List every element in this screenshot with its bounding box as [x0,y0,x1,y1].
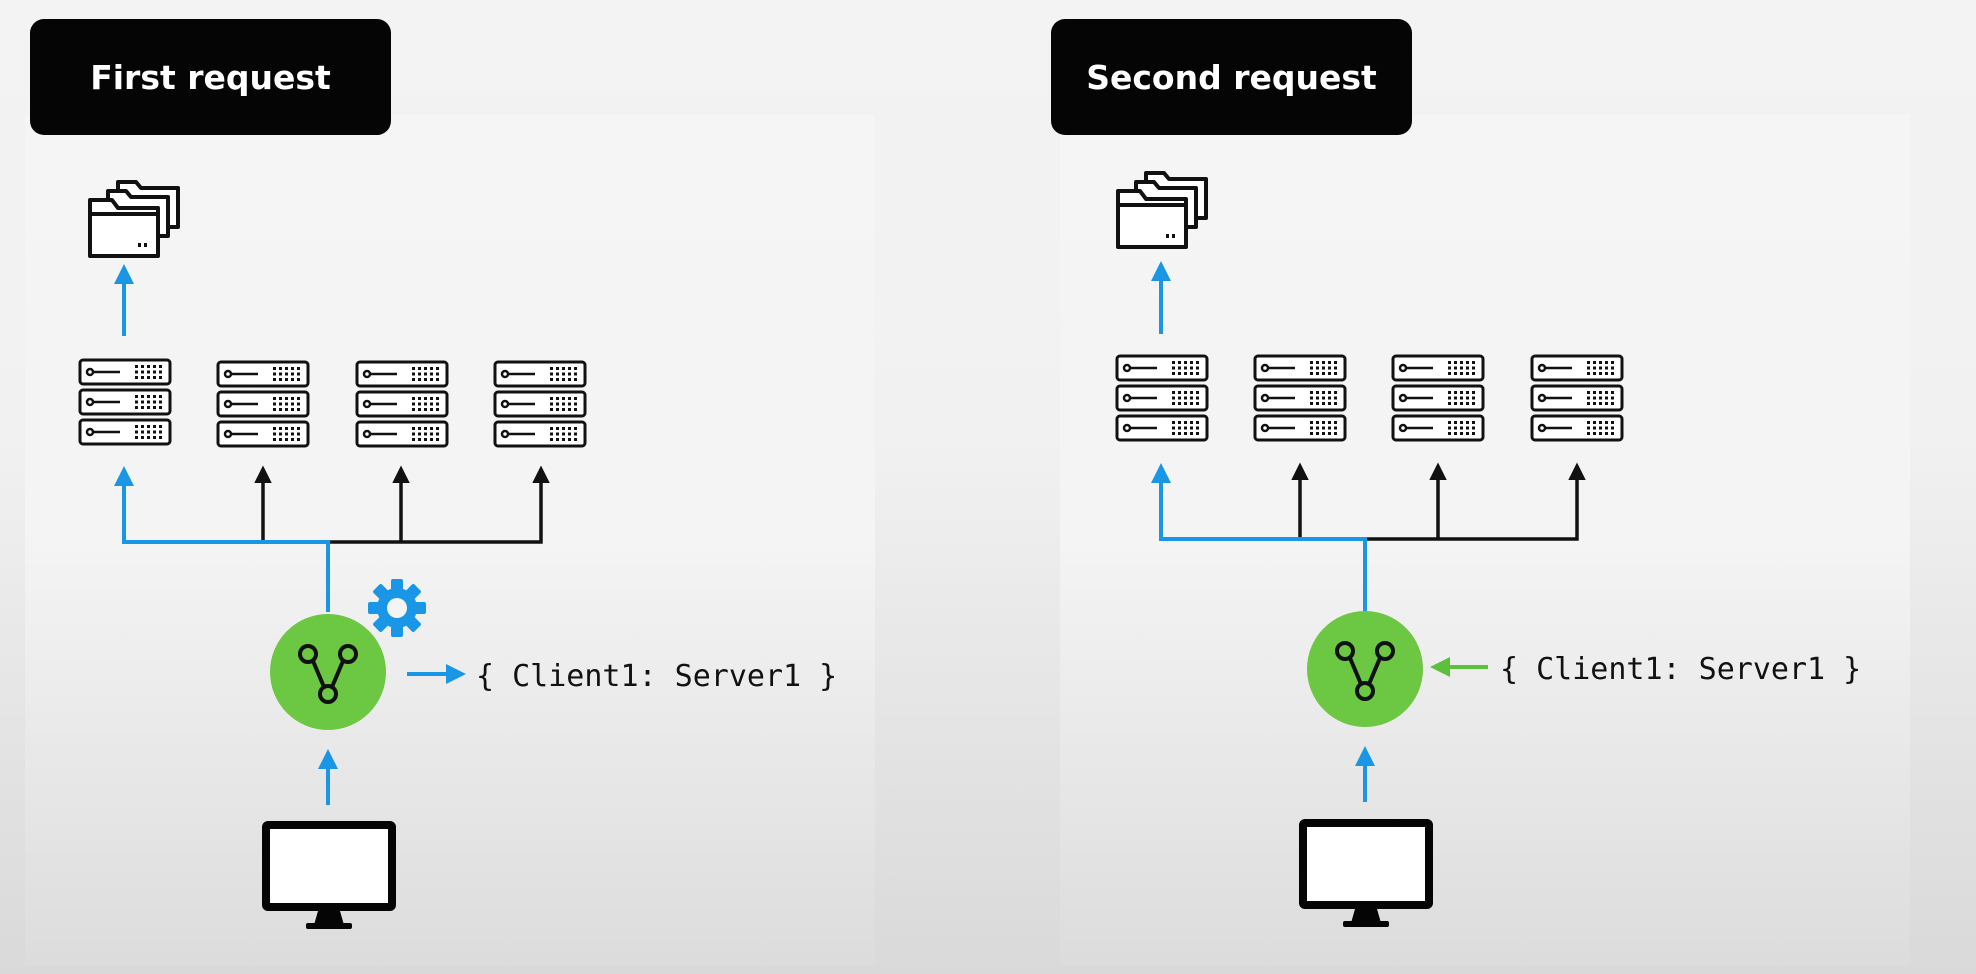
session-mapping-text: { Client1: Server1 } [476,659,837,694]
folders-icon [88,180,180,258]
panel-second-request: { Client1: Server1 } [1116,171,1861,927]
server-rack-icon [1117,356,1207,440]
panel-title-first-request: First request [30,19,391,135]
path-to-server-4 [328,465,550,544]
path-to-server-4 [1365,462,1586,541]
server-rack-icon [1255,356,1345,440]
session-mapping-text: { Client1: Server1 } [1500,652,1861,687]
path-to-server-1-highlighted [114,466,330,612]
server-rack-icon [1532,356,1622,440]
path-to-server-1-highlighted [1151,463,1367,612]
monitor-icon [1303,823,1429,927]
load-balancer-icon [268,612,388,732]
load-balancer-icon [1305,609,1425,729]
server-rack-icon [218,362,308,446]
monitor-icon [266,825,392,929]
panel-title-second-request: Second request [1051,19,1412,135]
server-rack-icon [495,362,585,446]
gear-icon [368,579,426,637]
server-rack-icon [1393,356,1483,440]
folders-icon [1116,171,1208,249]
server-rack-icon [357,362,447,446]
panel-first-request: { Client1: Server1 } [80,180,837,929]
server-rack-icon [80,360,170,444]
